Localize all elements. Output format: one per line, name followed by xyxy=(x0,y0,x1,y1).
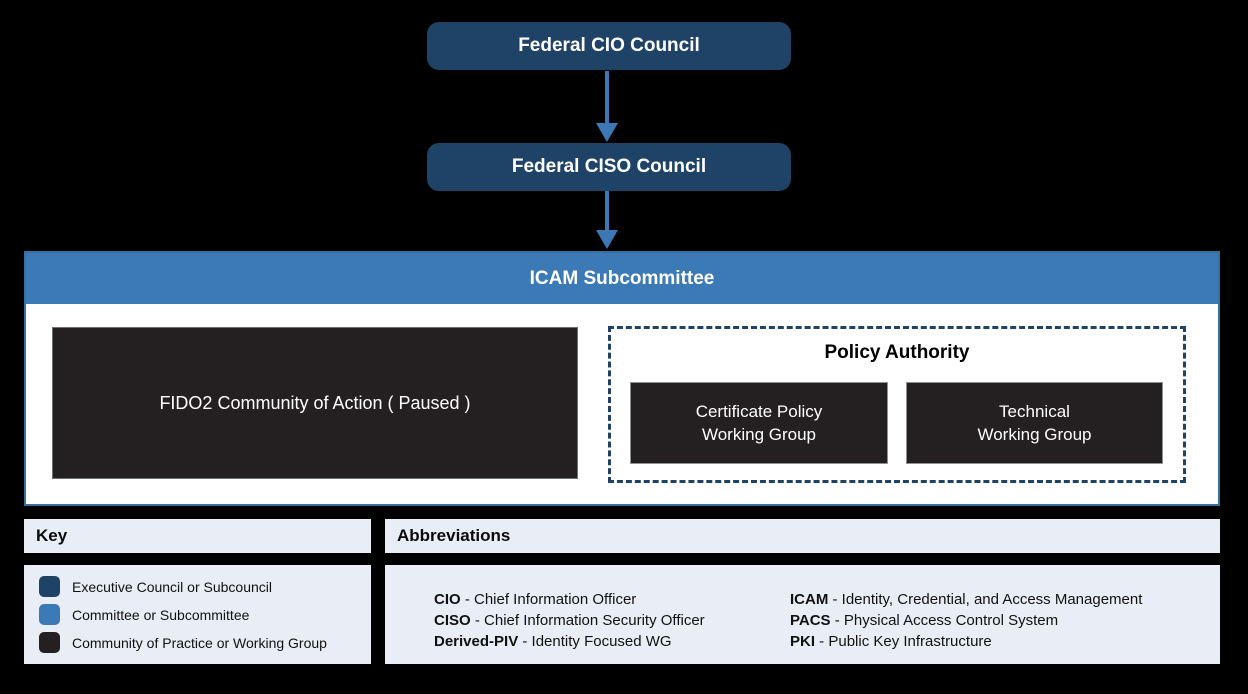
abbreviation-entry: PACS - Physical Access Control System xyxy=(790,610,1142,631)
abbreviations-column-left: CIO - Chief Information Officer CISO - C… xyxy=(434,589,705,652)
certificate-policy-wg-label: Certificate Policy Working Group xyxy=(695,402,823,444)
abbreviations-column-right: ICAM - Identity, Credential, and Access … xyxy=(790,589,1142,652)
abbr-term: PACS xyxy=(790,612,831,629)
legend-label: Executive Council or Subcouncil xyxy=(72,578,272,595)
fido2-community-box: FIDO2 Community of Action ( Paused ) xyxy=(52,327,578,479)
abbreviation-entry: ICAM - Identity, Credential, and Access … xyxy=(790,589,1142,610)
icam-subcommittee-label: ICAM Subcommittee xyxy=(529,267,715,289)
icam-subcommittee-header: ICAM Subcommittee xyxy=(26,253,1218,304)
abbreviations-header-bar: Abbreviations xyxy=(385,519,1220,553)
policy-authority-title: Policy Authority xyxy=(824,342,970,363)
executive-color-swatch xyxy=(39,576,60,597)
abbr-definition: - Public Key Infrastructure xyxy=(815,633,992,650)
abbreviation-entry: CISO - Chief Information Security Office… xyxy=(434,610,705,631)
abbreviations-panel: CIO - Chief Information Officer CISO - C… xyxy=(385,565,1220,664)
abbreviation-entry: CIO - Chief Information Officer xyxy=(434,589,705,610)
abbr-term: PKI xyxy=(790,633,816,650)
working-group-color-swatch xyxy=(39,632,60,653)
legend-item-committee: Committee or Subcommittee xyxy=(39,604,371,625)
abbr-term: Derived-PIV xyxy=(434,633,519,650)
arrow-down-icon xyxy=(605,71,609,124)
abbreviation-entry: Derived-PIV - Identity Focused WG xyxy=(434,631,705,652)
abbr-term: ICAM xyxy=(790,591,829,608)
abbr-definition: - Identity, Credential, and Access Manag… xyxy=(828,591,1143,608)
abbr-definition: - Chief Information Security Officer xyxy=(470,612,705,629)
abbr-term: CISO xyxy=(434,612,471,629)
federal-cio-council-box: Federal CIO Council xyxy=(427,22,791,70)
abbr-term: CIO xyxy=(434,591,461,608)
key-header-bar: Key xyxy=(24,519,371,553)
federal-cio-council-label: Federal CIO Council xyxy=(518,35,700,56)
abbr-definition: - Physical Access Control System xyxy=(830,612,1059,629)
abbr-definition: - Chief Information Officer xyxy=(460,591,637,608)
arrow-down-icon xyxy=(596,123,618,142)
policy-authority-group: Policy Authority Certificate Policy Work… xyxy=(608,326,1186,483)
abbreviations-title: Abbreviations xyxy=(397,526,511,545)
icam-subcommittee-box: ICAM Subcommittee FIDO2 Community of Act… xyxy=(24,251,1220,506)
legend-label: Committee or Subcommittee xyxy=(72,606,250,623)
certificate-policy-wg-box: Certificate Policy Working Group xyxy=(630,382,888,464)
arrow-down-icon xyxy=(605,191,609,231)
federal-ciso-council-label: Federal CISO Council xyxy=(511,156,707,177)
federal-ciso-council-box: Federal CISO Council xyxy=(427,143,791,191)
abbreviation-entry: PKI - Public Key Infrastructure xyxy=(790,631,1142,652)
legend-item-working-group: Community of Practice or Working Group xyxy=(39,632,371,653)
committee-color-swatch xyxy=(39,604,60,625)
technical-wg-box: Technical Working Group xyxy=(906,382,1163,464)
key-title: Key xyxy=(36,526,68,545)
arrow-down-icon xyxy=(596,230,618,249)
legend-item-executive: Executive Council or Subcouncil xyxy=(39,576,371,597)
key-legend-panel: Executive Council or Subcouncil Committe… xyxy=(24,565,371,664)
fido2-community-label: FIDO2 Community of Action ( Paused ) xyxy=(159,392,471,413)
technical-wg-label: Technical Working Group xyxy=(977,402,1092,444)
abbr-definition: - Identity Focused WG xyxy=(518,633,672,650)
legend-label: Community of Practice or Working Group xyxy=(72,634,327,651)
